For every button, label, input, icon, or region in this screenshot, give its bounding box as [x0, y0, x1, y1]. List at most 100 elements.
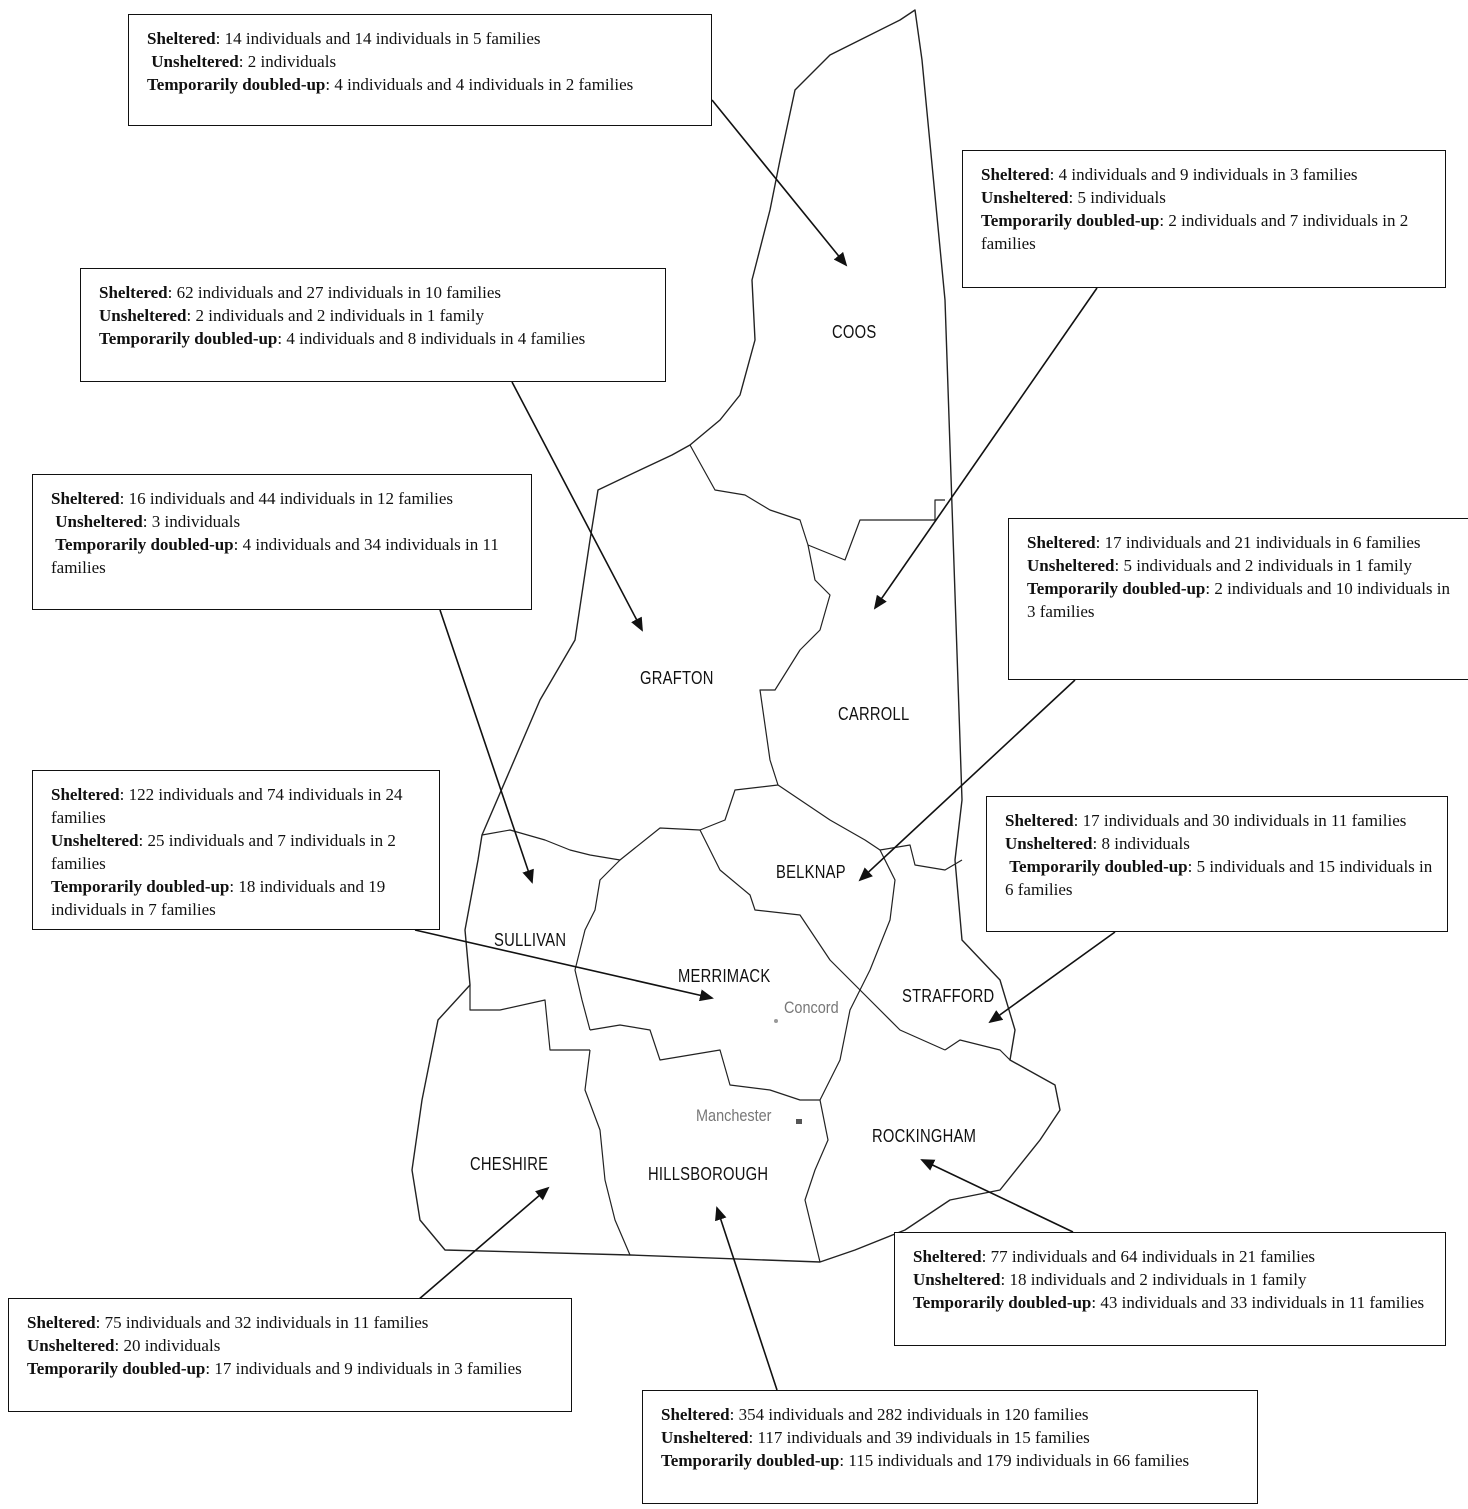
coos-doubled-up-value: 4 individuals and 4 individuals in 2 fam…: [334, 75, 634, 94]
county-label-coos: COOS: [832, 322, 877, 342]
label-unsheltered: Unsheltered: [27, 1336, 115, 1355]
coos-unsheltered-value: 2 individuals: [247, 52, 337, 71]
border-strafford-rockingham: [944, 1039, 1011, 1061]
arrow-strafford: [988, 931, 1116, 1024]
belknap-doubled-up-value: 2 individuals and 10 individuals in 3 fa…: [1027, 579, 1451, 621]
concord-marker: [774, 1019, 778, 1023]
label-unsheltered: Unsheltered: [99, 306, 187, 325]
arrow-rockingham: [920, 1159, 1074, 1233]
callout-strafford: Sheltered: 17 individuals and 30 individ…: [986, 796, 1448, 932]
label-doubled-up: Temporarily doubled-up: [1009, 857, 1188, 876]
strafford-sheltered-value: 17 individuals and 30 individuals in 11 …: [1082, 811, 1407, 830]
sullivan-unsheltered-value: 3 individuals: [151, 512, 241, 531]
arrow-carroll: [873, 287, 1098, 610]
callout-hillsborough: Sheltered: 354 individuals and 282 indiv…: [642, 1390, 1258, 1504]
label-sheltered: Sheltered: [51, 785, 120, 804]
label-unsheltered: Unsheltered: [1005, 834, 1093, 853]
merrimack-doubled-up-value: 18 individuals and 19 individuals in 7 f…: [51, 877, 386, 919]
city-label-manchester: Manchester: [696, 1106, 772, 1125]
label-sheltered: Sheltered: [1005, 811, 1074, 830]
county-label-merrimack: MERRIMACK: [678, 966, 771, 986]
carroll-unsheltered-value: 5 individuals: [1077, 188, 1166, 207]
county-label-cheshire: CHESHIRE: [470, 1154, 549, 1174]
rockingham-unsheltered-value: 18 individuals and 2 individuals in 1 fa…: [1009, 1270, 1307, 1289]
label-unsheltered: Unsheltered: [1027, 556, 1115, 575]
county-label-belknap: BELKNAP: [776, 862, 846, 882]
callout-belknap: Sheltered: 17 individuals and 21 individ…: [1008, 518, 1468, 680]
callout-sullivan: Sheltered: 16 individuals and 44 individ…: [32, 474, 532, 610]
hillsborough-sheltered-value: 354 individuals and 282 individuals in 1…: [738, 1405, 1089, 1424]
callout-carroll: Sheltered: 4 individuals and 9 individua…: [962, 150, 1446, 288]
callout-grafton: Sheltered: 62 individuals and 27 individ…: [80, 268, 666, 382]
belknap-sheltered-value: 17 individuals and 21 individuals in 6 f…: [1104, 533, 1421, 552]
label-sheltered: Sheltered: [981, 165, 1050, 184]
arrow-grafton: [511, 381, 643, 632]
county-label-sullivan: SULLIVAN: [494, 930, 567, 950]
label-unsheltered: Unsheltered: [913, 1270, 1001, 1289]
hillsborough-unsheltered-value: 117 individuals and 39 individuals in 15…: [757, 1428, 1090, 1447]
label-unsheltered: Unsheltered: [151, 52, 239, 71]
city-label-concord: Concord: [784, 998, 839, 1017]
callout-merrimack: Sheltered: 122 individuals and 74 indivi…: [32, 770, 440, 930]
label-sheltered: Sheltered: [913, 1247, 982, 1266]
label-sheltered: Sheltered: [99, 283, 168, 302]
strafford-doubled-up-value: 5 individuals and 15 individuals in 6 fa…: [1005, 857, 1433, 899]
carroll-doubled-up-value: 2 individuals and 7 individuals in 2 fam…: [981, 211, 1409, 253]
sullivan-doubled-up-value: 4 individuals and 34 individuals in 11 f…: [51, 535, 499, 577]
manchester-marker: [796, 1119, 802, 1124]
callout-coos: Sheltered: 14 individuals and 14 individ…: [128, 14, 712, 126]
county-label-rockingham: ROCKINGHAM: [872, 1126, 977, 1146]
border-coos-south: [689, 444, 945, 561]
label-unsheltered: Unsheltered: [51, 831, 139, 850]
label-unsheltered: Unsheltered: [55, 512, 143, 531]
border-merrimack-east: [819, 849, 896, 1101]
state-outline: [411, 9, 1061, 1263]
county-label-grafton: GRAFTON: [640, 668, 714, 688]
arrow-cheshire: [417, 1186, 550, 1301]
label-doubled-up: Temporarily doubled-up: [913, 1293, 1092, 1312]
label-doubled-up: Temporarily doubled-up: [981, 211, 1160, 230]
merrimack-sheltered-value: 122 individuals and 74 individuals in 24…: [51, 785, 403, 827]
arrow-merrimack: [414, 929, 714, 1002]
grafton-doubled-up-value: 4 individuals and 8 individuals in 4 fam…: [286, 329, 586, 348]
county-label-strafford: STRAFFORD: [902, 986, 995, 1006]
border-sullivan-merrimack: [574, 859, 621, 1031]
border-hillsborough-rockingham: [804, 1099, 829, 1263]
arrow-sullivan: [439, 609, 534, 884]
label-doubled-up: Temporarily doubled-up: [99, 329, 278, 348]
label-doubled-up: Temporarily doubled-up: [1027, 579, 1206, 598]
county-label-hillsborough: HILLSBOROUGH: [648, 1164, 769, 1184]
cheshire-unsheltered-value: 20 individuals: [123, 1336, 221, 1355]
label-doubled-up: Temporarily doubled-up: [55, 535, 234, 554]
callout-cheshire: Sheltered: 75 individuals and 32 individ…: [8, 1298, 572, 1412]
grafton-sheltered-value: 62 individuals and 27 individuals in 10 …: [176, 283, 501, 302]
cheshire-doubled-up-value: 17 individuals and 9 individuals in 3 fa…: [214, 1359, 522, 1378]
cheshire-sheltered-value: 75 individuals and 32 individuals in 11 …: [104, 1313, 429, 1332]
label-sheltered: Sheltered: [27, 1313, 96, 1332]
label-doubled-up: Temporarily doubled-up: [51, 877, 230, 896]
label-doubled-up: Temporarily doubled-up: [27, 1359, 206, 1378]
county-label-carroll: CARROLL: [838, 704, 910, 724]
border-grafton-south: [481, 784, 779, 861]
arrow-belknap: [858, 679, 1076, 882]
border-grafton-carroll: [759, 544, 831, 786]
border-cheshire-hillsborough: [584, 1049, 631, 1256]
label-sheltered: Sheltered: [661, 1405, 730, 1424]
border-carroll-south: [777, 784, 963, 871]
border-belknap: [699, 829, 946, 1051]
label-unsheltered: Unsheltered: [981, 188, 1069, 207]
label-sheltered: Sheltered: [1027, 533, 1096, 552]
border-merrimack-hillsborough: [589, 1024, 820, 1101]
belknap-unsheltered-value: 5 individuals and 2 individuals in 1 fam…: [1123, 556, 1413, 575]
arrow-coos: [711, 99, 848, 267]
label-sheltered: Sheltered: [147, 29, 216, 48]
carroll-sheltered-value: 4 individuals and 9 individuals in 3 fam…: [1058, 165, 1358, 184]
arrow-hillsborough: [715, 1206, 778, 1391]
label-doubled-up: Temporarily doubled-up: [661, 1451, 840, 1470]
rockingham-sheltered-value: 77 individuals and 64 individuals in 21 …: [990, 1247, 1315, 1266]
label-sheltered: Sheltered: [51, 489, 120, 508]
rockingham-doubled-up-value: 43 individuals and 33 individuals in 11 …: [1100, 1293, 1425, 1312]
strafford-unsheltered-value: 8 individuals: [1101, 834, 1190, 853]
sullivan-sheltered-value: 16 individuals and 44 individuals in 12 …: [128, 489, 453, 508]
